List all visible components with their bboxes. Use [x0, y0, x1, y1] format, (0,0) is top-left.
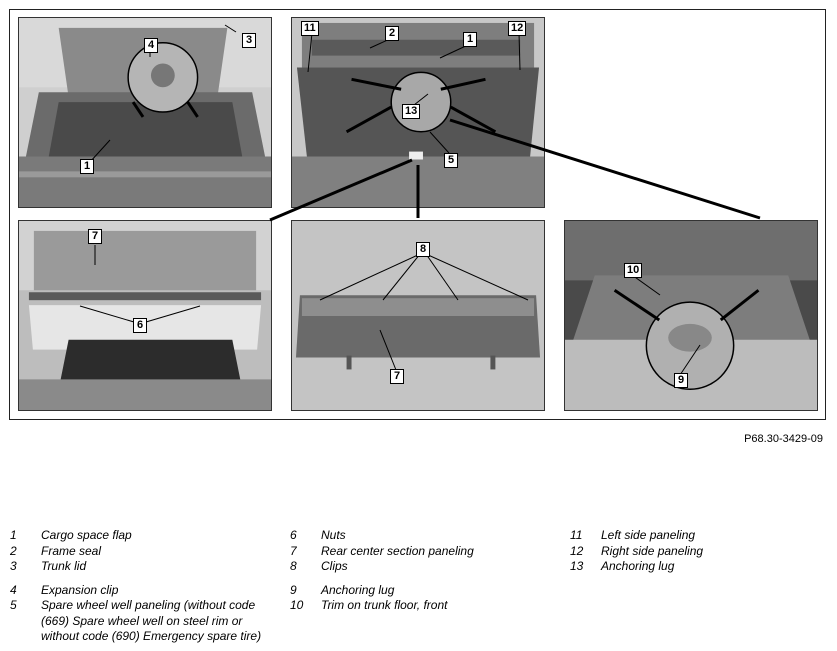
legend-spacer [290, 575, 560, 583]
photo-rear-paneling-nuts [18, 220, 272, 411]
legend-num: 12 [570, 543, 584, 558]
legend-text: Rear center section paneling [321, 543, 474, 558]
legend-num: 13 [570, 559, 584, 573]
legend-num: 5 [10, 598, 17, 612]
legend-text: Spare wheel well paneling (without code … [41, 598, 262, 643]
legend-text: Nuts [321, 528, 346, 542]
callout-6-photo3: 6 [133, 318, 147, 333]
callout-8-photo4: 8 [416, 242, 430, 257]
legend-text: Anchoring lug [601, 559, 675, 573]
legend-item: 9 Anchoring lug [290, 583, 560, 599]
callout-11-photo2: 11 [301, 21, 319, 36]
legend-text: Frame seal [41, 543, 102, 558]
legend-num: 4 [10, 582, 17, 597]
legend-item: 2 Frame seal [10, 544, 280, 560]
callout-9-photo5: 9 [674, 373, 688, 388]
legend-item: 6 Nuts [290, 528, 560, 544]
callout-7-photo3: 7 [88, 229, 102, 244]
legend-num: 2 [10, 543, 17, 558]
legend-spacer [10, 575, 280, 583]
legend-column-1: 1 Cargo space flap 2 Frame seal 3 Trunk lid… [10, 528, 280, 643]
legend-item: 10 Trim on trunk floor, front [290, 598, 560, 614]
legend-item: 4 Expansion clip [10, 583, 280, 599]
callout-12-photo2: 12 [508, 21, 527, 36]
legend-text: Cargo space flap [41, 528, 132, 542]
legend-item: 13 Anchoring lug [570, 559, 830, 575]
callout-1-photo1: 1 [80, 159, 94, 174]
legend-item: 8 Clips [290, 559, 560, 575]
legend-text: Trim on trunk floor, front [321, 598, 448, 612]
callout-2-photo2: 2 [385, 26, 399, 41]
legend-num: 10 [290, 598, 304, 612]
legend-text: Anchoring lug [321, 582, 395, 597]
callout-1-photo2: 1 [463, 32, 477, 47]
legend-num: 1 [10, 528, 17, 542]
legend-item: 1 Cargo space flap [10, 528, 280, 544]
legend-num: 6 [290, 528, 297, 542]
legend-text: Left side paneling [601, 528, 696, 542]
legend-num: 11 [570, 528, 583, 542]
legend-item: 5 Spare wheel well paneling (without code… [10, 598, 280, 643]
legend-column-3: 11 Left side paneling 12 Right side paneli… [570, 528, 830, 575]
callout-7-photo4: 7 [390, 369, 404, 384]
legend-text: Expansion clip [41, 582, 119, 597]
callout-5-photo2: 5 [444, 153, 458, 168]
legend-item: 7 Rear center section paneling [290, 544, 560, 560]
photo-trunk-floor-trim [564, 220, 818, 411]
legend-num: 3 [10, 559, 17, 573]
legend-num: 9 [290, 582, 297, 597]
callout-3-photo1: 3 [242, 33, 256, 48]
callout-10-photo5: 10 [624, 263, 643, 278]
legend-column-2: 6 Nuts 7 Rear center section paneling 8 Cli… [290, 528, 560, 614]
legend-text: Trunk lid [41, 559, 87, 573]
legend-text: Right side paneling [601, 543, 704, 558]
callout-13-photo2: 13 [402, 104, 421, 119]
legend-item: 11 Left side paneling [570, 528, 830, 544]
callout-4-photo1: 4 [144, 38, 158, 53]
legend-num: 8 [290, 559, 297, 573]
legend-text: Clips [321, 559, 348, 573]
legend-num: 7 [290, 543, 297, 558]
legend-item: 12 Right side paneling [570, 544, 830, 560]
legend-item: 3 Trunk lid [10, 559, 280, 575]
reference-code: P68.30-3429-09 [744, 433, 823, 445]
